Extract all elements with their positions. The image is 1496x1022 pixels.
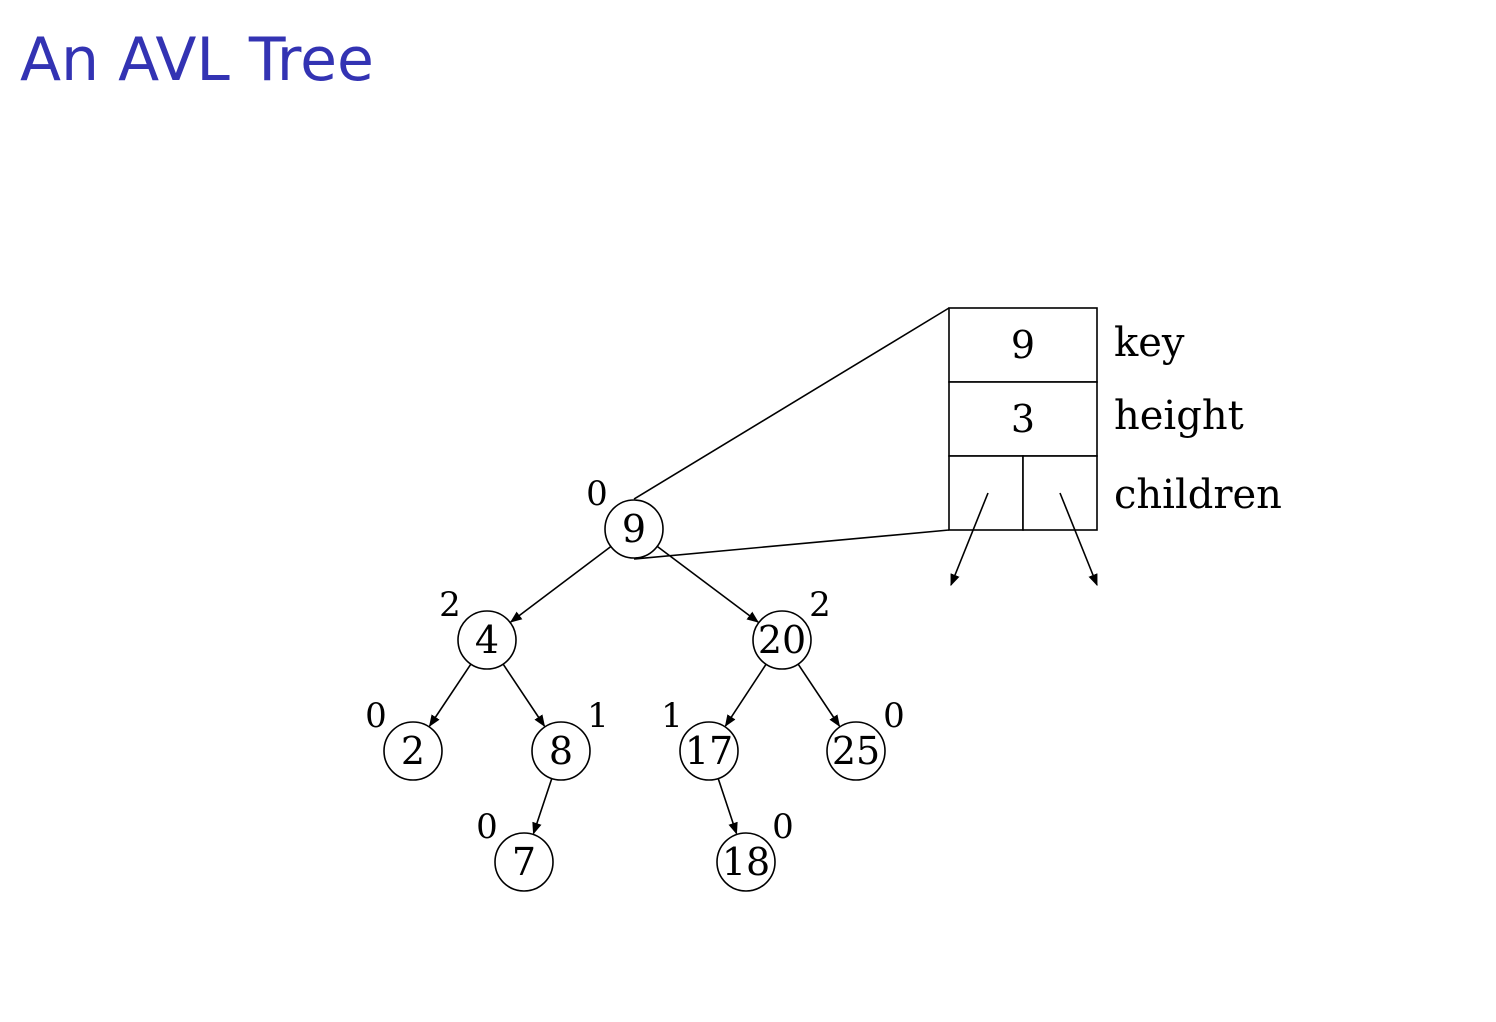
tree-node-2: 20	[365, 696, 443, 781]
tree-node-20: 202	[752, 585, 831, 670]
node-key-label: 2	[401, 729, 425, 773]
left-child-pointer-cell	[948, 455, 1024, 531]
node-height-label: 1	[661, 696, 683, 736]
tree-edge-n9-n4	[509, 545, 612, 623]
node-height-label: 0	[772, 807, 794, 847]
tree-edges	[428, 545, 841, 835]
node-circle	[679, 721, 739, 781]
tree-node-25: 250	[826, 696, 905, 781]
tree-edge-n4-n8	[502, 663, 546, 727]
tree-edge-n20-n25	[797, 663, 841, 727]
node-circle	[716, 832, 776, 892]
tree-node-18: 180	[716, 807, 794, 892]
key-field-label: key	[1114, 320, 1185, 366]
tree-node-17: 171	[661, 696, 739, 781]
tree-edge-n20-n17	[724, 663, 767, 727]
node-circle	[494, 832, 554, 892]
node-key-label: 25	[832, 729, 880, 773]
tree-edge-n8-n7	[532, 778, 553, 835]
node-key-label: 18	[722, 840, 770, 884]
node-circle	[604, 499, 664, 559]
node-circle	[383, 721, 443, 781]
zoom-line-bottom	[633, 529, 950, 560]
node-height-label: 2	[809, 585, 831, 625]
node-key-label: 9	[622, 507, 646, 551]
node-key-label: 20	[758, 618, 806, 662]
tree-node-8: 81	[531, 696, 609, 781]
tree-node-9: 90	[586, 474, 664, 559]
tree-node-4: 42	[439, 585, 517, 670]
node-key-label: 4	[475, 618, 499, 662]
node-height-label: 1	[587, 696, 609, 736]
node-height-label: 0	[365, 696, 387, 736]
left-child-pointer-arrow	[950, 492, 989, 587]
node-circle	[826, 721, 886, 781]
tree-edge-n17-n18	[717, 778, 738, 835]
right-child-pointer-arrow	[1059, 492, 1098, 587]
height-field-cell	[948, 381, 1098, 457]
tree-node-7: 70	[476, 807, 554, 892]
height-field-label: height	[1114, 393, 1244, 439]
node-height-label: 0	[586, 474, 608, 514]
tree-edge-n4-n2	[428, 663, 472, 727]
node-circle	[457, 610, 517, 670]
detail-key-value: 9	[1011, 323, 1035, 367]
tree-edge-n9-n20	[656, 545, 759, 623]
node-key-label: 8	[549, 729, 573, 773]
zoom-line-top	[633, 307, 950, 500]
node-height-label: 0	[476, 807, 498, 847]
node-detail-box: 9 3 key height children	[948, 307, 1282, 587]
node-circle	[752, 610, 812, 670]
node-height-label: 2	[439, 585, 461, 625]
slide-title: An AVL Tree	[20, 25, 374, 95]
node-circle	[531, 721, 591, 781]
key-field-cell	[948, 307, 1098, 383]
node-key-label: 17	[685, 729, 733, 773]
children-field-label: children	[1114, 472, 1282, 518]
node-height-label: 0	[883, 696, 905, 736]
node-key-label: 7	[512, 840, 536, 884]
detail-height-value: 3	[1011, 397, 1035, 441]
